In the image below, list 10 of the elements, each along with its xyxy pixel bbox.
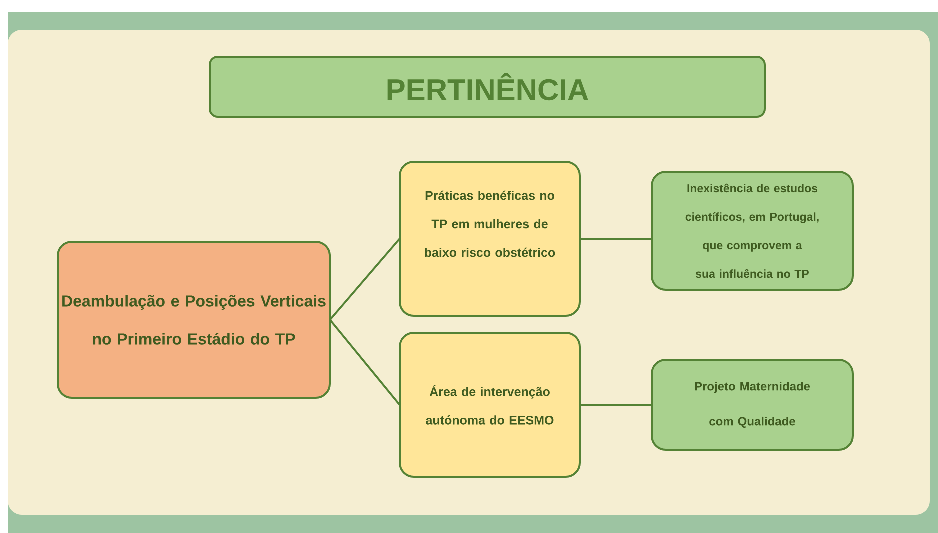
connector-line [580, 238, 652, 240]
connector-line [329, 238, 401, 321]
evidence-box: Projeto Maternidade com Qualidade [651, 358, 854, 451]
topic-box: Deambulação e Posições Verticais no Primeiro Estádio do TP [57, 241, 331, 399]
connector-line [580, 404, 652, 406]
title-box: PERTINÊNCIA [209, 56, 766, 118]
evidence-box: Inexistência de estudos científicos, em Portugal, que comprovem a sua influência no TP [651, 171, 854, 291]
reason-box: Práticas benéficas no TP em mulheres de baixo risco obstétrico [399, 161, 581, 317]
reason-box: Área de intervenção autónoma do EESMO [399, 332, 581, 478]
connector-line [329, 319, 401, 406]
